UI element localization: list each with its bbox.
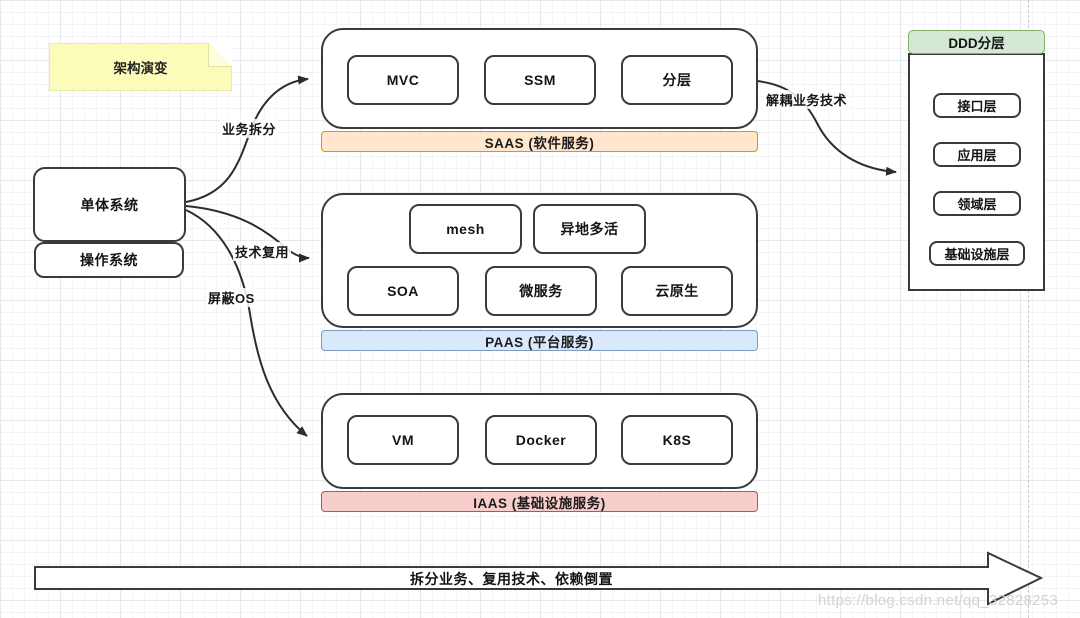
monolith-label: 单体系统 bbox=[80, 196, 139, 213]
edge-business-split-arrow bbox=[185, 75, 309, 203]
evolution-arrow-label: 拆分业务、复用技术、依赖倒置 bbox=[410, 571, 613, 587]
edge-label-shield-os: 屏蔽OS bbox=[206, 288, 257, 307]
saas-item-layered: 分层 bbox=[621, 55, 733, 105]
iaas-item-docker-label: Docker bbox=[515, 432, 567, 448]
os-box: 操作系统 bbox=[34, 242, 184, 278]
edge-label-decouple: 解耦业务技术 bbox=[764, 90, 850, 109]
ddd-layer-application: 应用层 bbox=[933, 142, 1021, 167]
saas-item-layered-label: 分层 bbox=[662, 72, 692, 88]
page-break-line bbox=[1028, 0, 1029, 618]
os-label: 操作系统 bbox=[80, 252, 138, 268]
paas-item-microservice-label: 微服务 bbox=[519, 283, 563, 299]
paas-item-cloudnative: 云原生 bbox=[621, 266, 733, 316]
ddd-layer-interface: 接口层 bbox=[933, 93, 1021, 118]
watermark: https://blog.csdn.net/qq_32828253 bbox=[818, 592, 1059, 609]
iaas-item-vm: VM bbox=[347, 415, 459, 465]
paas-item-mesh: mesh bbox=[409, 204, 522, 254]
iaas-item-vm-label: VM bbox=[392, 432, 414, 448]
sticky-note-label: 架构演变 bbox=[113, 61, 168, 76]
ddd-layer-domain: 领域层 bbox=[933, 191, 1021, 216]
saas-item-ssm-label: SSM bbox=[524, 72, 556, 88]
edge-label-business-split: 业务拆分 bbox=[220, 119, 279, 138]
saas-item-ssm: SSM bbox=[484, 55, 596, 105]
saas-item-mvc: MVC bbox=[347, 55, 459, 105]
saas-item-mvc-label: MVC bbox=[386, 72, 420, 88]
iaas-item-k8s-label: K8S bbox=[662, 432, 692, 448]
paas-item-microservice: 微服务 bbox=[485, 266, 597, 316]
paas-item-multiactive-label: 异地多活 bbox=[560, 221, 619, 237]
paas-item-multiactive: 异地多活 bbox=[533, 204, 646, 254]
edge-label-tech-reuse: 技术复用 bbox=[233, 242, 292, 261]
paas-item-soa-label: SOA bbox=[387, 283, 419, 299]
ddd-header: DDD分层 bbox=[908, 30, 1045, 54]
ddd-layer-infrastructure: 基础设施层 bbox=[929, 241, 1025, 266]
paas-item-cloudnative-label: 云原生 bbox=[655, 283, 699, 299]
iaas-item-k8s: K8S bbox=[621, 415, 733, 465]
paas-item-soa: SOA bbox=[347, 266, 459, 316]
saas-banner: SAAS (软件服务) bbox=[321, 131, 758, 152]
iaas-item-docker: Docker bbox=[485, 415, 597, 465]
paas-item-mesh-label: mesh bbox=[446, 221, 485, 237]
sticky-note: 架构演变 bbox=[49, 43, 232, 91]
iaas-banner: IAAS (基础设施服务) bbox=[321, 491, 758, 512]
paas-banner: PAAS (平台服务) bbox=[321, 330, 758, 351]
note-fold-icon bbox=[208, 43, 232, 67]
monolith-box: 单体系统 bbox=[33, 167, 186, 242]
